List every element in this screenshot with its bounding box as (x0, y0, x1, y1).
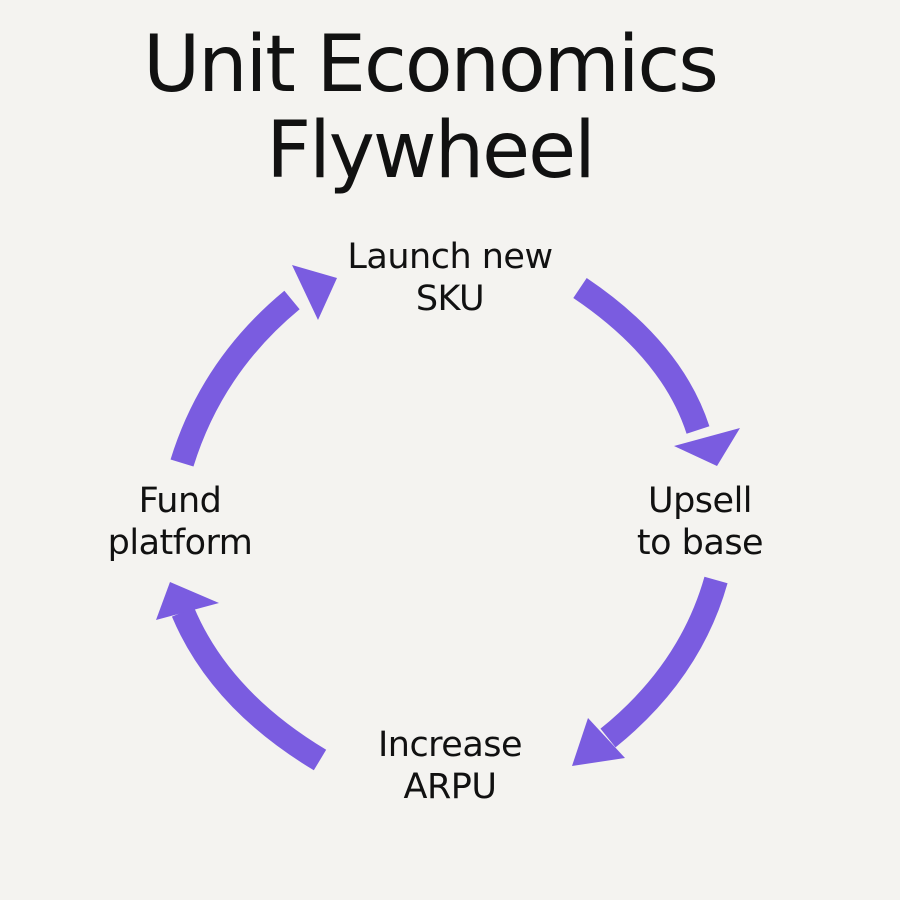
arrow-bottom-left (156, 582, 327, 771)
node-increase-arpu: Increase ARPU (300, 724, 600, 808)
title-line-1: Unit Economics (143, 20, 719, 110)
arrow-left-top-head (292, 265, 337, 320)
node-right-line-2: to base (636, 523, 764, 563)
title-line-2: Flywheel (266, 106, 596, 196)
arrow-top-right-shaft (573, 278, 710, 434)
node-upsell-to-base: Upsell to base (565, 480, 835, 564)
arrow-bottom-left-head (156, 582, 219, 620)
arrow-right-bottom (572, 576, 728, 766)
node-top-line-1: Launch new (347, 237, 553, 277)
diagram-title: Unit Economics Flywheel (0, 22, 860, 194)
node-left-line-2: platform (107, 523, 253, 563)
node-bottom-line-2: ARPU (403, 767, 498, 807)
arrow-left-top (170, 265, 337, 467)
node-right-line-1: Upsell (647, 481, 753, 521)
arrow-right-bottom-head (572, 718, 625, 766)
arrow-top-right-head (674, 428, 740, 466)
node-top-line-2: SKU (415, 279, 485, 319)
node-fund-platform: Fund platform (50, 480, 310, 564)
arrow-bottom-left-shaft (171, 607, 327, 771)
arrow-left-top-shaft (170, 290, 300, 467)
node-launch-new-sku: Launch new SKU (300, 236, 600, 320)
arrow-right-bottom-shaft (600, 576, 728, 748)
node-bottom-line-1: Increase (377, 725, 523, 765)
node-left-line-1: Fund (138, 481, 222, 521)
arrow-top-right (573, 278, 740, 466)
